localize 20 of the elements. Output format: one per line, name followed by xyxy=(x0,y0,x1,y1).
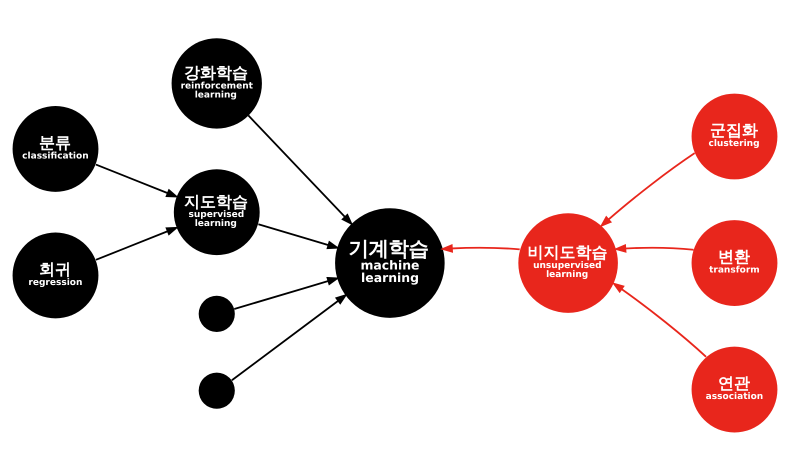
node-circle: 분류 classification xyxy=(12,106,98,192)
arrow xyxy=(248,114,354,226)
node-circle: 연관 association xyxy=(692,346,778,432)
node-circle xyxy=(198,372,235,409)
node-circle: 변환 transform xyxy=(692,220,778,306)
node-circle: 강화학습 reinforcement learning xyxy=(172,38,262,129)
arrow xyxy=(234,276,340,310)
arrow xyxy=(440,244,520,253)
node-circle: 지도학습 supervised learning xyxy=(174,169,260,256)
arrow xyxy=(614,244,694,253)
arrow xyxy=(612,282,707,358)
arrow xyxy=(96,164,179,198)
arrow xyxy=(231,294,348,381)
node-circle xyxy=(198,296,235,332)
arrow xyxy=(600,152,696,228)
node-circle: 군집화 clustering xyxy=(692,94,778,180)
arrow xyxy=(96,226,179,261)
arrow xyxy=(258,223,340,250)
node-circle: 회귀 regression xyxy=(12,232,98,318)
node-circle: 비지도학습 unsupervised learning xyxy=(518,213,618,313)
